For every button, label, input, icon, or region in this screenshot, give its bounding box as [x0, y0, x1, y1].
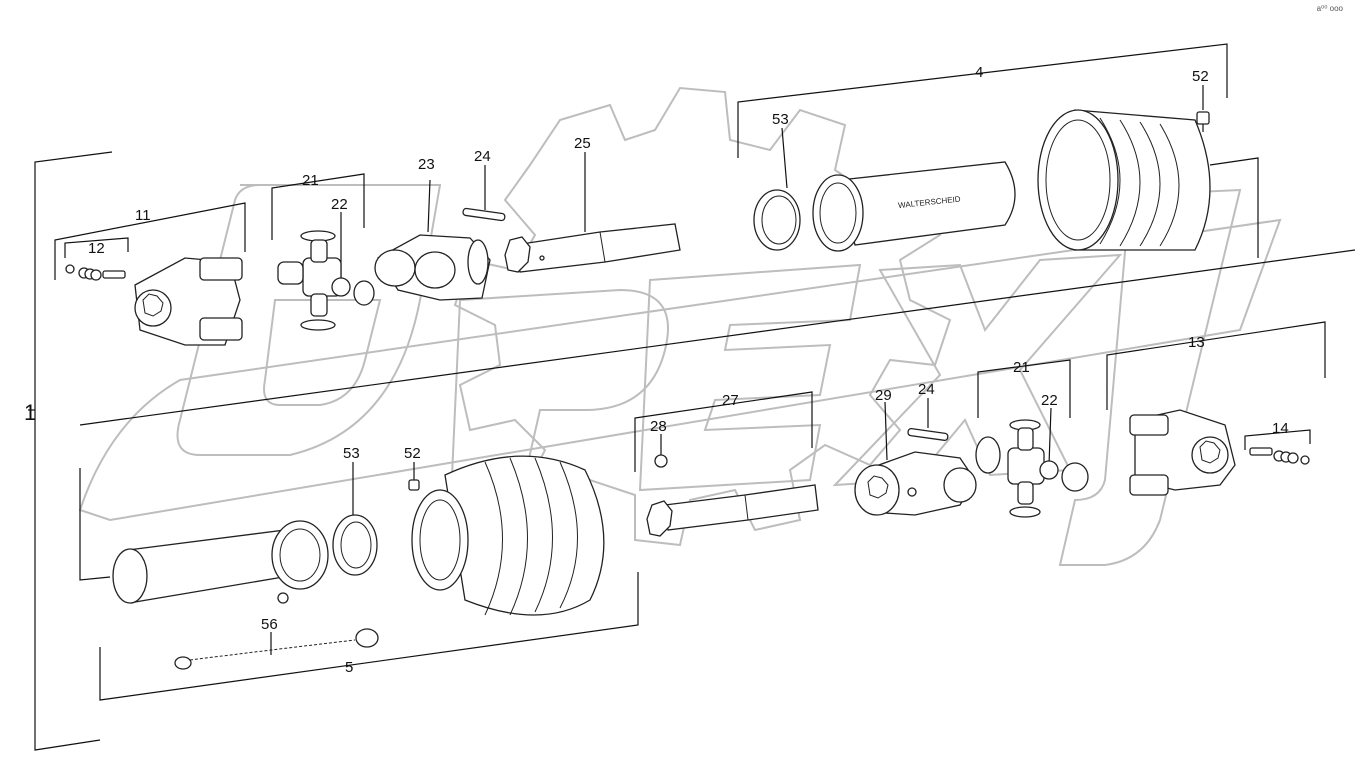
part-52-screw-lower: [408, 479, 420, 491]
callout-5: 5: [345, 659, 353, 676]
callout-12: 12: [88, 240, 105, 257]
callout-13: 13: [1188, 334, 1205, 351]
part-4-guard-bellows: [1037, 109, 1211, 251]
part-13-yoke: [1129, 409, 1236, 496]
callout-21-upper: 21: [302, 172, 319, 189]
corner-mark: a⁰⁰ ooo: [1316, 4, 1343, 13]
part-56-chain: [174, 628, 379, 670]
callout-11: 11: [135, 207, 151, 224]
part-25-profile-tube: [504, 223, 681, 273]
callout-52-upper: 52: [1192, 68, 1209, 85]
part-52-screw-upper: [1196, 111, 1210, 132]
callout-4: 4: [975, 64, 983, 81]
part-28-nut: [654, 454, 668, 468]
callout-1: 1: [24, 400, 36, 425]
part-24-pin-lower: [907, 427, 949, 442]
part-14-bolt-set: [1249, 447, 1310, 465]
part-11-yoke: [134, 257, 243, 346]
callout-29: 29: [875, 387, 892, 404]
callout-22-upper: 22: [331, 196, 348, 213]
part-27-profile-tube: [646, 484, 819, 537]
callout-53-lower: 53: [343, 445, 360, 462]
callout-14: 14: [1272, 420, 1289, 437]
callout-27: 27: [722, 392, 739, 409]
part-53-ring-upper: [753, 189, 801, 251]
callout-22-lower: 22: [1041, 392, 1058, 409]
part-4-guard-tube: WALTERSCHEID: [812, 161, 1016, 252]
watermark: [78, 86, 1282, 566]
part-5-guard-bellows: [411, 455, 605, 616]
part-24-pin-upper: [462, 207, 506, 222]
part-12-bolt-set: [65, 264, 126, 281]
callout-23: 23: [418, 156, 435, 173]
callout-25: 25: [574, 135, 591, 152]
callout-52-lower: 52: [404, 445, 421, 462]
callout-53-upper: 53: [772, 111, 789, 128]
callout-24-upper: 24: [474, 148, 491, 165]
callouts: 1 4 5 11 12 13 14 21 21 22 22 23 24 24 2…: [24, 64, 1289, 676]
part-21-cross-upper: [277, 230, 375, 331]
part-29-yoke: [854, 451, 977, 516]
part-5-guard-tube: [112, 520, 329, 604]
callout-24-lower: 24: [918, 381, 935, 398]
part-53-ring-lower: [332, 514, 378, 576]
callout-21-lower: 21: [1013, 359, 1030, 376]
callout-28: 28: [650, 418, 667, 435]
callout-56: 56: [261, 616, 278, 633]
bracket-lines: [28, 43, 1355, 751]
part-23-yoke: [374, 234, 491, 301]
part-21-cross-lower: [975, 419, 1089, 518]
